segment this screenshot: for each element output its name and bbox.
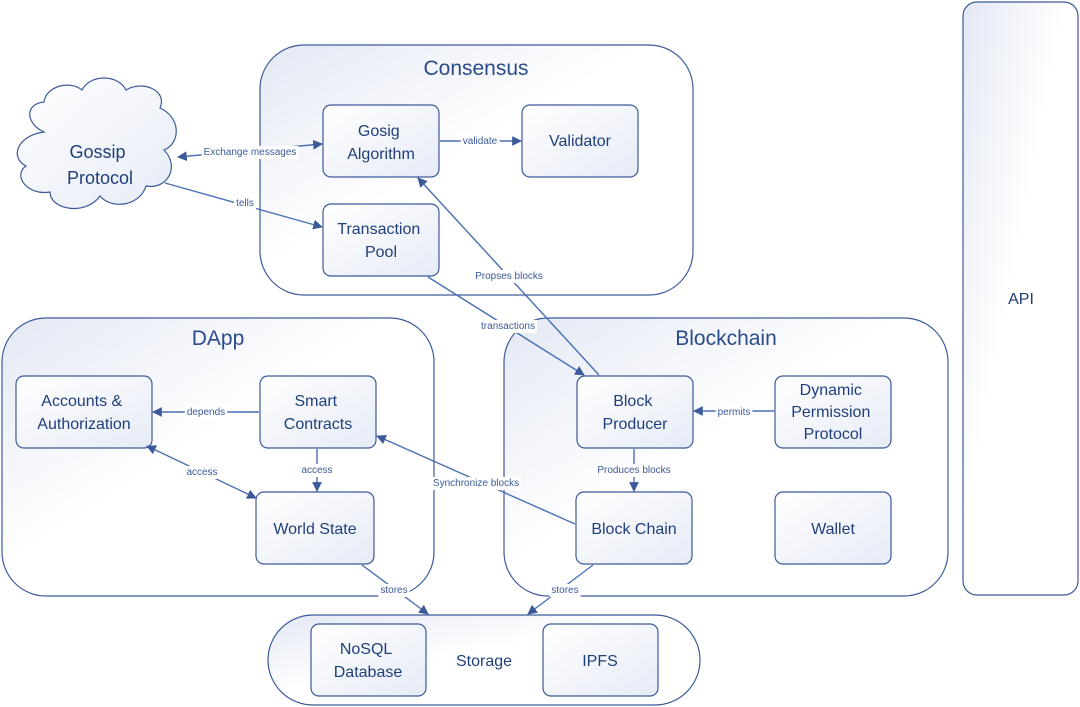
stores-world-label: stores [378,584,410,597]
api-panel: API [962,1,1079,596]
svg-text:validate: validate [463,136,498,147]
svg-text:stores: stores [551,585,578,596]
svg-text:Synchronize blocks: Synchronize blocks [433,478,519,489]
access-smart-world-label: access [299,464,335,477]
transactions-label: transactions [479,320,537,333]
nosql-database-node [310,623,427,697]
svg-text:tells: tells [236,198,254,209]
validator-node [521,104,639,178]
dynamic-permission-protocol-label: Dynamic Permission Protocol [791,382,875,443]
transaction-pool-node [322,203,440,277]
ipfs-label: IPFS [582,653,618,670]
edge-labels: Exchange messages validate tells Propses… [184,135,753,597]
gosig-algorithm-label: Gosig Algorithm [347,123,415,163]
svg-text:access: access [186,467,217,478]
block-producer-label: Block Producer [603,393,669,433]
tells-label: tells [234,197,256,210]
stores-chain-label: stores [549,584,581,597]
smart-contracts-label: Smart Contracts [284,393,352,433]
smart-contracts-node [259,375,377,449]
synchronize-blocks-label: Synchronize blocks [430,477,522,490]
wallet-node [774,491,892,565]
permits-label: permits [715,406,753,419]
gosig-algorithm-node [322,104,440,178]
node-labels: Gossip Protocol Gosig Algorithm Validato… [37,123,875,681]
block-chain-label: Block Chain [591,521,676,538]
exchange-messages-label: Exchange messages [201,146,299,159]
svg-text:stores: stores [380,585,407,596]
transaction-pool-label: Transaction Pool [337,221,424,261]
svg-text:Exchange messages: Exchange messages [204,147,297,158]
nosql-database-label: NoSQL Database [334,641,403,681]
dynamic-permission-protocol-node [774,375,892,449]
blockchain-title: Blockchain [675,327,777,350]
world-state-label: World State [273,521,356,538]
produces-blocks-label: Produces blocks [595,464,673,477]
accounts-authorization-label: Accounts & Authorization [37,393,130,433]
access-accounts-world-label: access [184,466,220,479]
block-chain-node [575,491,693,565]
svg-text:transactions: transactions [481,321,535,332]
svg-text:Produces blocks: Produces blocks [597,465,670,476]
svg-text:depends: depends [187,407,225,418]
gossip-protocol-label: Gossip Protocol [67,142,133,188]
accounts-authorization-node [15,375,153,449]
validator-label: Validator [549,133,612,150]
wallet-label: Wallet [811,521,855,538]
ipfs-node [542,623,659,697]
block-producer-node [576,375,694,449]
validate-label: validate [460,135,500,148]
api-title: API [1008,291,1034,308]
storage-title: Storage [456,653,512,670]
consensus-title: Consensus [423,57,528,80]
world-state-node [255,491,375,565]
svg-text:Propses blocks: Propses blocks [475,271,543,282]
depends-label: depends [184,406,228,419]
dapp-title: DApp [192,327,245,350]
propses-blocks-label: Propses blocks [473,270,545,283]
svg-text:permits: permits [718,407,751,418]
svg-text:access: access [301,465,332,476]
gossip-protocol-cloud [16,77,177,210]
